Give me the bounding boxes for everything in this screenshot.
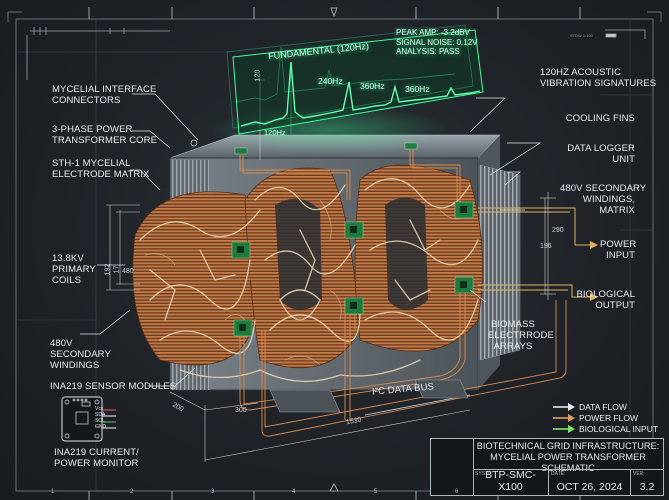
peak-240-label: 240Hz [318,76,343,86]
analysis-status: ANALYSIS: PASS [396,47,460,56]
date-value: OCT 26, 2024 [556,481,623,493]
label-data-logger: DATA LOGGER UNIT [567,143,635,165]
ruler-number: 3 [211,489,215,495]
dim-120: 120 [254,69,262,82]
dim-196: 196 [540,243,552,250]
version-value: 3.2 [639,481,655,493]
peak-360b-label: 360Hz [405,84,430,94]
title-block-title: BIOTECHNICAL GRID INFRASTRUCTURE: MYCELI… [476,441,660,473]
version-cell: VER: 3.2 [631,469,663,495]
dim-17: 17 [113,265,121,274]
dim-480: 480 [122,268,134,275]
ruler-number: 4 [292,489,296,495]
title-block-logo-cell [431,439,474,495]
sys-id-cell: SYS ID: BTP-SMC-X100 [473,469,549,495]
legend-data-flow: DATA FLOW [553,401,627,412]
label-primary-coils: 13.8kV PRIMARY COILS [52,253,96,286]
ruler-number: 1 [51,489,55,495]
arrow-right-icon [553,413,575,422]
label-mycelial-interface-connectors: MYCELIAL INTERFACE CONNECTORS [52,84,157,106]
svg-text:STDW 1:100: STDW 1:100 [570,33,594,38]
pcb-sensors [231,201,474,337]
label-cooling-fins: COOLING FINS [565,113,635,124]
label-secondary-matrix: 480V SECONDARY WINDINGS, MATRIX [560,183,647,216]
sys-id-value: BTP-SMC-X100 [485,469,536,493]
legend: DATA FLOW POWER FLOW BIOLOGICAL INPUT [553,401,663,437]
label-electrode-matrix: STH-1 MYCELIAL ELECTRODE MATRIX [52,158,150,180]
label-acoustic-vibration: 120Hz ACOUSTIC VIBRATION SIGNATURES [540,67,657,89]
hologram-stats: PEAK AMP: -3.2dBV SIGNAL NOISE: 0.12V AN… [396,28,478,57]
ruler-number: 2 [130,489,134,495]
title-block: BIOTECHNICAL GRID INFRASTRUCTURE: MYCELI… [430,438,664,496]
label-transformer-core: 3-PHASE POWER TRANSFORMER CORE [52,124,158,146]
arrow-right-icon [553,424,575,433]
label-power-input: POWER INPUT [600,239,637,261]
peak-360-label: 360Hz [360,81,385,91]
label-biological-output: BIOLOGICAL OUTPUT [576,289,635,311]
dim-290: 290 [552,227,564,234]
ruler-number: 5 [374,489,378,495]
ina219-pin-labels: Vcc SDA SCL GND [95,406,107,430]
acoustic-spectrum-hologram [226,24,484,135]
x-marker-label: 120Hz [264,128,286,137]
arrow-right-icon [553,402,575,411]
peak-amp: PEAK AMP: -3.2dBV [396,28,470,37]
signal-noise: SIGNAL NOISE: 0.12V [396,37,478,47]
ruler-number: 6 [455,489,459,495]
label-sensor-modules: INA219 SENSOR MODULES [50,381,177,392]
dim-192: 192 [104,263,112,276]
dim-300: 300 [235,407,247,414]
date-cell: DATE: OCT 26, 2024 [549,469,631,495]
legend-power-flow: POWER FLOW [553,412,638,423]
legend-biological-input: BIOLOGICAL INPUT [553,423,658,434]
ina219-module [61,396,116,442]
label-ina219-caption: INA219 CURRENT/ POWER MONITOR [54,447,139,469]
label-biomass-arrays: BIOMASS ELECTRRODE ARRAYS [488,319,554,352]
label-secondary-windings: 480V SECONDARY WINDINGS [50,338,111,371]
